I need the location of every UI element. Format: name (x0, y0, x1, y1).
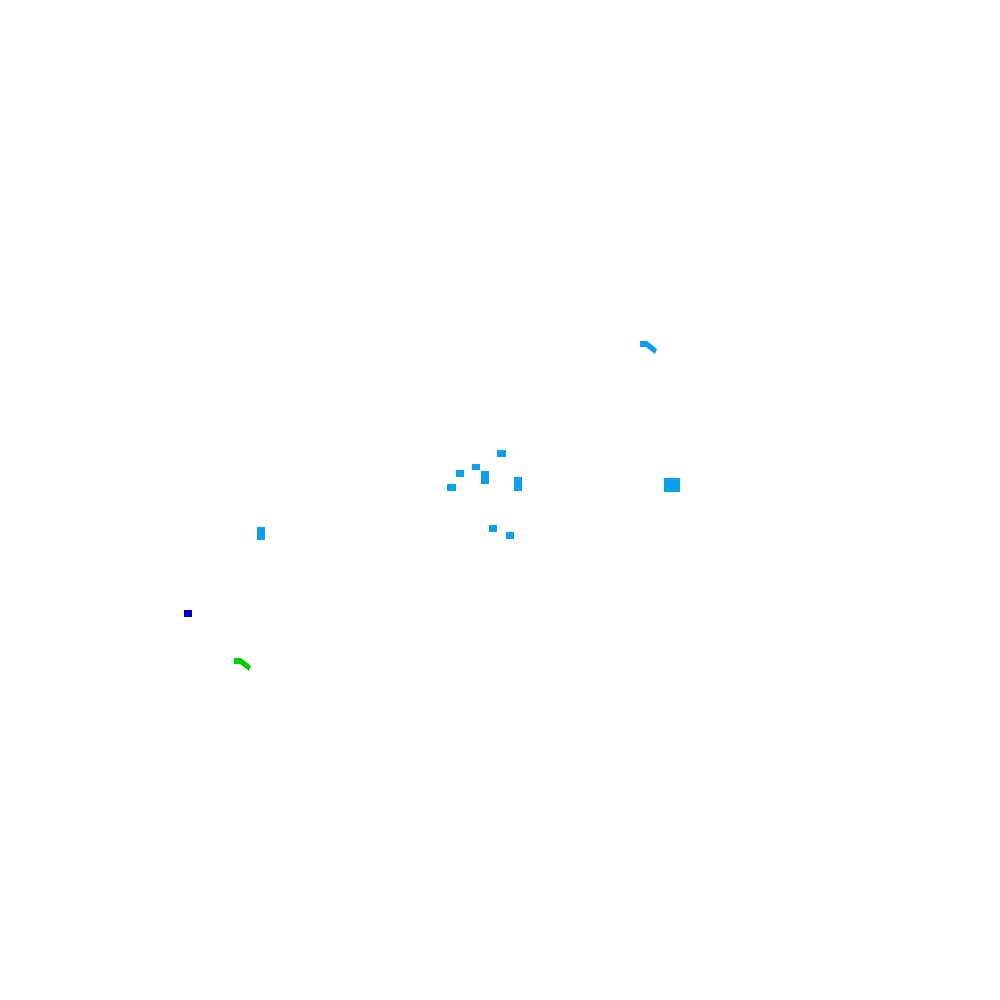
dot-blue (184, 610, 192, 617)
dot-3 (472, 464, 480, 470)
dot-1 (497, 450, 506, 457)
arc-mark-upper-right (640, 341, 657, 354)
bar-mark-left (257, 527, 265, 540)
dot-4 (481, 471, 489, 484)
dot-8 (506, 532, 514, 539)
dot-7 (489, 525, 497, 532)
square-mark-right (664, 478, 680, 492)
dot-2 (456, 470, 464, 477)
arc-mark-green (234, 658, 251, 671)
dot-6 (514, 477, 522, 491)
dot-5 (447, 484, 456, 491)
